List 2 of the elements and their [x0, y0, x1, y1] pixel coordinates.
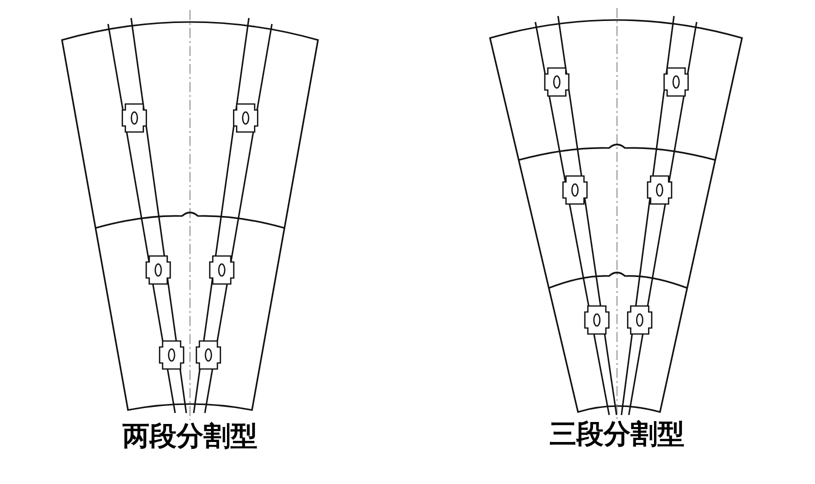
caption-text: 三段分割型	[550, 418, 684, 452]
caption-text: 两段分割型	[122, 420, 258, 454]
